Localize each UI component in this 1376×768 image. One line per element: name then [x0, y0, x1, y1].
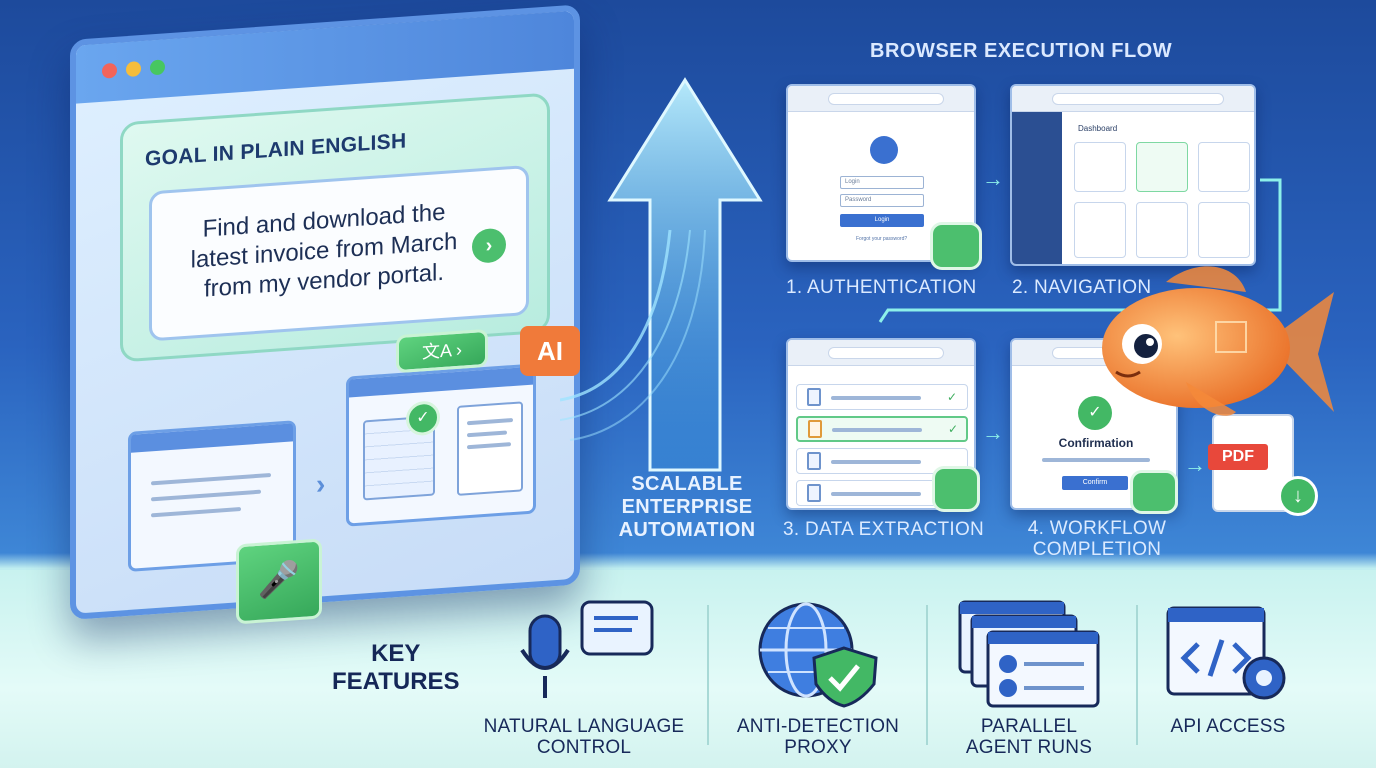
document-icon [457, 401, 523, 496]
step-2-label: 2. NAVIGATION [1012, 277, 1152, 298]
bar-card-2 [1198, 142, 1250, 192]
user-avatar-icon [870, 136, 898, 164]
step-3-label: 3. DATA EXTRACTION [783, 519, 985, 540]
ai-badge: AI [520, 326, 580, 376]
feature-parallel-runs: PARALLEL AGENT RUNS [965, 716, 1093, 758]
dashboard-sidebar [1012, 112, 1062, 264]
goal-browser-window: GOAL IN PLAIN ENGLISH Find and download … [70, 4, 580, 625]
gauge-card [1074, 142, 1126, 192]
center-label: SCALABLE ENTERPRISE AUTOMATION [618, 473, 756, 541]
login-button[interactable]: Login [840, 214, 924, 227]
check-icon: ✓ [948, 422, 959, 436]
list-row-3[interactable] [796, 448, 968, 474]
list-card [1074, 202, 1126, 258]
stacked-windows-icon [958, 600, 1100, 708]
flow-connector-line [878, 178, 1282, 323]
check-icon: ✓ [947, 390, 958, 404]
upward-arrow-graphic [560, 77, 763, 472]
goal-text: Find and download the latest invoice fro… [190, 198, 458, 303]
code-gear-icon [1166, 606, 1286, 700]
pdf-label: PDF [1208, 444, 1268, 470]
translate-icon: 文A › [396, 328, 488, 374]
microphone-chat-icon [520, 600, 654, 698]
step-1-label: 1. AUTHENTICATION [786, 277, 977, 298]
goal-input[interactable]: Find and download the latest invoice fro… [149, 164, 529, 342]
maximize-dot-icon[interactable] [150, 59, 165, 76]
line-chart-card [1198, 202, 1250, 258]
arrow-right-icon: → [1184, 452, 1206, 477]
goldfish-mascot-icon [1102, 266, 1334, 416]
pdf-file-icon: PDF [1208, 414, 1294, 512]
submit-arrow-button[interactable]: › [472, 227, 506, 264]
window-title-bar [76, 10, 574, 104]
microphone-button[interactable]: 🎤 [236, 538, 322, 625]
flow-title: BROWSER EXECUTION FLOW [870, 40, 1173, 62]
key-features-title: KEY FEATURES [332, 640, 460, 695]
globe-shield-icon [758, 602, 878, 708]
minimize-dot-icon[interactable] [126, 61, 141, 78]
list-row-1[interactable]: ✓ [796, 384, 968, 410]
step-4-label: 4. WORKFLOW COMPLETION [1027, 518, 1167, 560]
arrow-right-icon: → [982, 420, 1004, 445]
feature-api-access: API ACCESS [1170, 716, 1286, 737]
dashboard-title: Dashboard [1078, 124, 1118, 133]
goal-heading: GOAL IN PLAIN ENGLISH [145, 129, 407, 171]
confirm-button[interactable]: Confirm [1062, 476, 1128, 490]
list-card-2 [1136, 202, 1188, 258]
chevron-right-icon: › [316, 468, 326, 500]
close-dot-icon[interactable] [102, 62, 117, 79]
share-icon [1130, 470, 1178, 514]
feature-anti-detection: ANTI-DETECTION PROXY [736, 716, 900, 758]
list-row-selected[interactable]: ✓ [796, 416, 968, 442]
bar-card [1136, 142, 1188, 192]
gear-refresh-icon [932, 466, 980, 512]
file-icon [807, 388, 821, 406]
user-add-icon [930, 222, 982, 270]
file-icon [807, 484, 821, 502]
feature-natural-language: NATURAL LANGUAGE CONTROL [483, 716, 685, 758]
file-icon [808, 420, 822, 438]
confirmation-title: Confirmation [1058, 436, 1134, 450]
login-field[interactable]: Login [840, 176, 924, 189]
forgot-password-link[interactable]: Forgot your password? [856, 236, 908, 242]
password-field[interactable]: Password [840, 194, 924, 207]
goal-card: GOAL IN PLAIN ENGLISH Find and download … [120, 92, 550, 363]
success-check-icon: ✓ [1078, 396, 1112, 430]
download-icon[interactable]: ↓ [1278, 476, 1318, 516]
file-icon [807, 452, 821, 470]
mini-browser-right [346, 363, 536, 527]
arrow-right-icon: → [982, 166, 1004, 191]
step-navigation-screen: Dashboard [1010, 84, 1256, 266]
